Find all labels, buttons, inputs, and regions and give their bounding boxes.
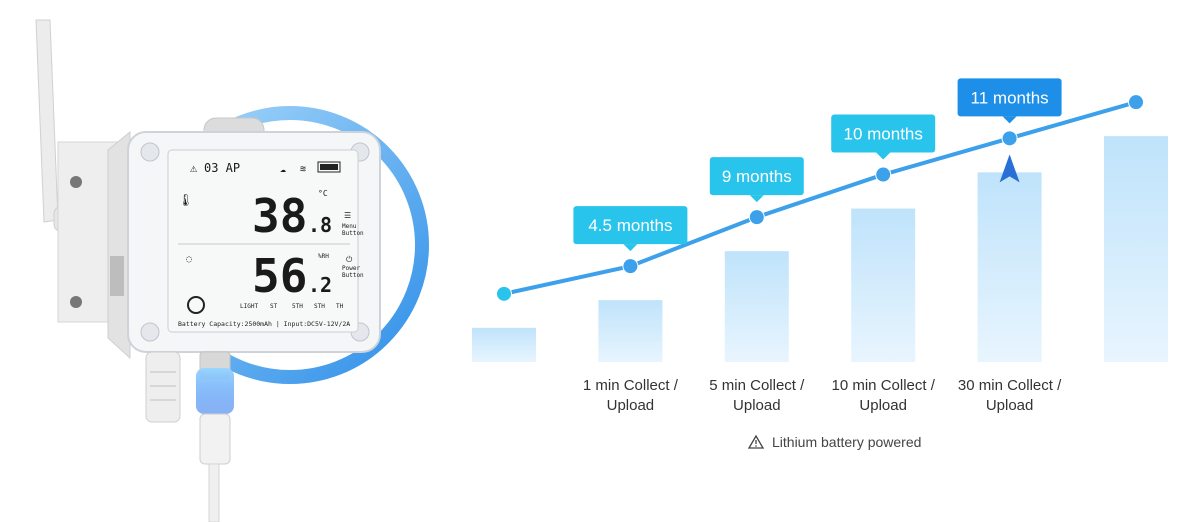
category-label-line: 10 min Collect / xyxy=(831,377,935,394)
data-point xyxy=(876,167,891,182)
mode-label: TH xyxy=(336,303,344,310)
bar xyxy=(1104,136,1168,362)
lcd-status-row: ⚠ 03 AP ≋ ☁ xyxy=(190,161,341,175)
callout-label: 10 months xyxy=(844,125,923,144)
mode-label: 5TH xyxy=(292,303,303,310)
power-label: Power xyxy=(342,265,360,272)
display-code: 03 AP xyxy=(204,161,240,175)
thermometer-icon: 🌡 xyxy=(178,193,193,207)
cloud-icon: ☁ xyxy=(280,164,286,175)
battery-info: Battery Capacity:2500mAh | Input:DC5V-12… xyxy=(178,320,350,328)
callout: 10 months xyxy=(831,114,936,160)
category-label-line: 1 min Collect / xyxy=(582,377,678,394)
category-label-line: 30 min Collect / xyxy=(957,377,1062,394)
callout: 4.5 months xyxy=(573,206,688,252)
bar xyxy=(977,172,1042,362)
mode-label: LIGHT xyxy=(240,303,258,310)
callout-pointer xyxy=(749,195,764,203)
usb-plug xyxy=(199,413,231,465)
data-point xyxy=(1002,131,1017,146)
sensor-probe xyxy=(145,351,181,423)
category-label-line: Upload xyxy=(606,397,655,414)
callout-box xyxy=(831,114,936,153)
temp-decimal: .8 xyxy=(308,213,332,237)
callout-box xyxy=(573,206,688,245)
battery-life-chart: 4.5 months 9 months 10 months 11 months xyxy=(472,78,1168,362)
power-icon: ⏻ xyxy=(346,255,353,264)
callout: 9 months xyxy=(709,157,804,203)
trend-line xyxy=(503,100,1137,296)
humidity-unit: %RH xyxy=(318,253,329,260)
callout-pointer xyxy=(623,244,638,252)
category-label-line: Upload xyxy=(985,397,1034,414)
category-label-line: Upload xyxy=(859,397,907,414)
callout-label: 9 months xyxy=(722,167,792,186)
callout-box xyxy=(957,78,1062,117)
category-label-line: 5 min Collect / xyxy=(709,377,805,394)
svg-text:⚠: ⚠ xyxy=(190,161,198,175)
category-label-line: Upload xyxy=(733,397,781,414)
bar xyxy=(472,327,536,362)
antenna xyxy=(35,19,59,223)
menu-label: Menu xyxy=(342,223,357,230)
menu-label-2: Button xyxy=(342,230,364,237)
footnote-text: Lithium battery powered xyxy=(772,434,922,450)
wifi-icon: ≋ xyxy=(300,164,306,175)
data-point xyxy=(1129,95,1143,110)
callout-pointer xyxy=(1002,116,1017,124)
temp-value: 38 xyxy=(252,189,307,243)
droplet-icon: ◌ xyxy=(186,254,192,265)
mode-labels: LIGHT ST 5TH STH TH xyxy=(240,303,344,310)
category-label: 5 min Collect / Upload xyxy=(687,376,827,416)
data-point xyxy=(749,210,764,225)
category-label: 1 min Collect / Upload xyxy=(560,376,700,416)
footnote: Lithium battery powered xyxy=(748,434,921,450)
bar xyxy=(598,300,663,362)
humidity-decimal: .2 xyxy=(308,273,332,297)
category-label: 10 min Collect / Upload xyxy=(813,376,953,416)
power-label-2: Button xyxy=(342,272,364,279)
device-illustration: ⚠ 03 AP ≋ ☁ 🌡 38 .8 °C ◌ 56 .2 %RH ☰ Men… xyxy=(35,19,429,522)
mode-ring-icon xyxy=(187,296,205,314)
bar xyxy=(851,208,916,362)
navigation-arrow-icon xyxy=(999,154,1020,183)
battery-icon xyxy=(317,161,341,173)
data-point xyxy=(497,286,511,301)
humidity-value: 56 xyxy=(252,249,307,303)
callout: 11 months xyxy=(957,78,1062,124)
mode-label: ST xyxy=(270,303,278,310)
lcd-screen xyxy=(167,149,359,333)
data-point xyxy=(623,259,638,274)
mode-label: STH xyxy=(314,303,325,310)
callout-box xyxy=(709,157,804,196)
usb-cable xyxy=(208,463,220,522)
menu-icon: ☰ xyxy=(344,211,351,220)
temp-unit: °C xyxy=(318,189,328,198)
warning-icon xyxy=(748,435,764,449)
callout-label: 4.5 months xyxy=(588,216,672,235)
bar xyxy=(724,251,789,362)
category-label: 30 min Collect / Upload xyxy=(940,376,1080,416)
callout-pointer xyxy=(876,152,891,160)
callout-label: 11 months xyxy=(971,88,1049,107)
usb-glow xyxy=(196,368,234,414)
